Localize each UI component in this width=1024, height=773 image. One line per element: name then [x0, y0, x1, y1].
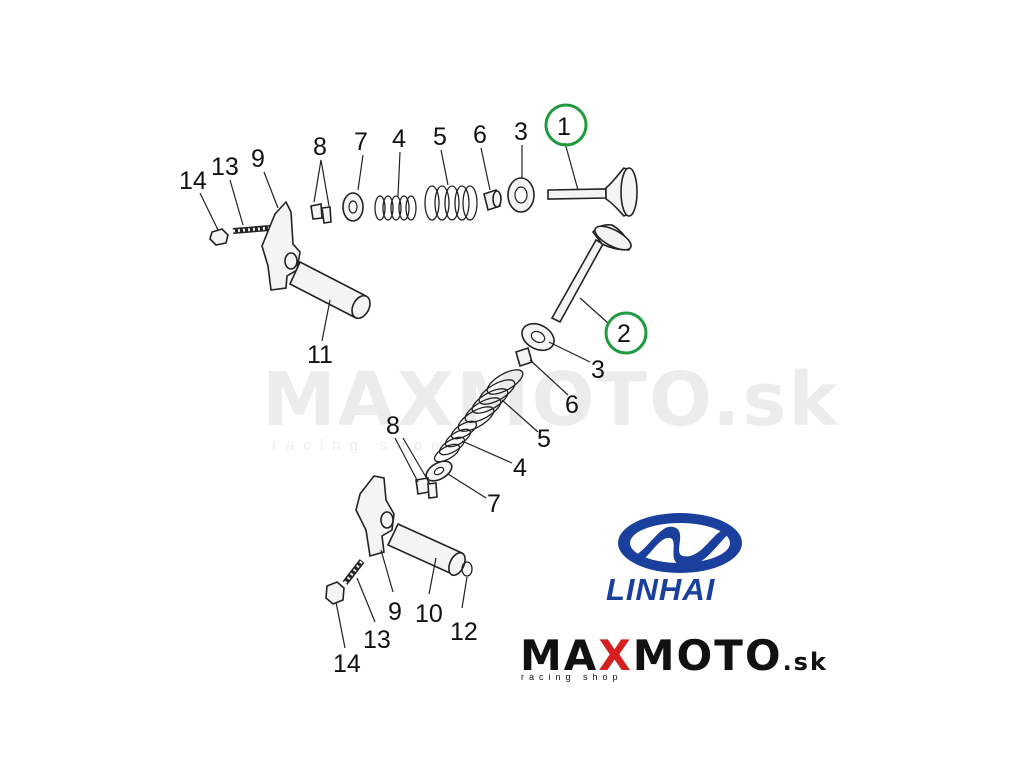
inner-spring-part [433, 420, 478, 463]
intake-valve-part [547, 167, 638, 217]
watermark-brand: MAXMOTO.sk [262, 357, 840, 443]
linhai-emblem [634, 526, 730, 566]
label-9: 9 [388, 598, 402, 626]
label-5: 5 [537, 425, 551, 453]
label-12: 12 [450, 618, 478, 646]
label-2: 2 [617, 320, 631, 348]
label-3: 3 [591, 356, 605, 384]
linhai-wordmark: LINHAI [606, 572, 716, 607]
nut-part [209, 228, 229, 246]
valve-cotter-part [310, 203, 323, 220]
valve-seal-part [515, 346, 533, 368]
label-6: 6 [565, 391, 579, 419]
label-6: 6 [473, 121, 487, 149]
label-3: 3 [514, 118, 528, 146]
label-7: 7 [354, 128, 368, 156]
o-ring-part [461, 561, 473, 577]
outer-spring-part [457, 369, 524, 432]
logo-text: MA [520, 631, 598, 680]
linhai-logo: LINHAI [606, 513, 742, 607]
exhaust-valve-part [550, 223, 632, 324]
label-5: 5 [433, 123, 447, 151]
label-1: 1 [557, 113, 571, 141]
maxmoto-logo: MAXMOTO.sk racing shop [520, 631, 828, 682]
label-9: 9 [251, 145, 265, 173]
maxmoto-wordmark: MAXMOTO.sk [520, 631, 828, 680]
rocker-arm-part [355, 475, 395, 558]
maxmoto-tagline: racing shop [521, 672, 623, 682]
highlight-ring-1 [544, 103, 588, 147]
valve-cotter-part [415, 477, 430, 495]
watermark: MAXMOTO.sk racing shop [262, 357, 840, 454]
label-11: 11 [307, 341, 333, 369]
inner-spring-part [374, 195, 417, 221]
part-numbers-upper: 14 13 9 8 7 4 5 6 3 1 11 [179, 103, 588, 369]
label-8: 8 [386, 412, 400, 440]
highlight-ring-2 [604, 311, 648, 355]
label-14: 14 [179, 167, 207, 195]
label-13: 13 [363, 626, 391, 654]
watermark-tagline: racing shop [272, 437, 449, 454]
logo-text: MOTO [633, 631, 783, 680]
part-numbers-lower: 2 3 6 5 4 8 7 9 10 12 13 14 [333, 311, 648, 678]
label-7: 7 [487, 490, 501, 518]
label-14: 14 [333, 650, 361, 678]
label-8: 8 [313, 133, 327, 161]
outer-spring-part [424, 185, 478, 221]
label-4: 4 [513, 454, 527, 482]
leader-lines [199, 142, 609, 649]
lower-assembly [325, 223, 632, 605]
upper-assembly [209, 167, 638, 320]
label-13: 13 [211, 153, 239, 181]
logo-text: .sk [783, 648, 828, 676]
label-10: 10 [415, 600, 443, 628]
stud-part [342, 559, 365, 585]
nut-part [325, 581, 345, 605]
label-4: 4 [392, 125, 406, 153]
logo-text: X [598, 631, 632, 680]
